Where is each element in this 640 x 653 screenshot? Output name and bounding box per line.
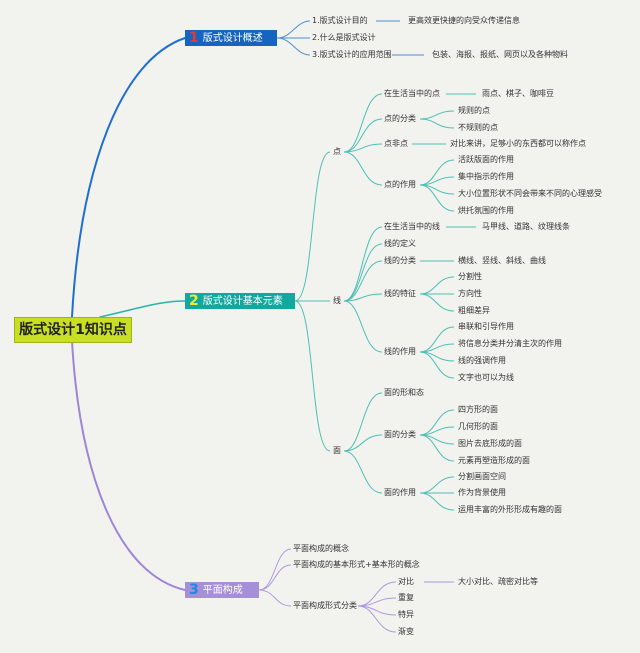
node-point-function[interactable]: 点的作用: [384, 180, 416, 189]
node-line[interactable]: 线: [333, 296, 341, 305]
node-irregular-point[interactable]: 不规则的点: [458, 123, 498, 132]
branch-title: 版式设计概述: [202, 33, 263, 44]
node-point-in-life-detail[interactable]: 雨点、棋子、咖啡豆: [482, 89, 554, 98]
node-line-in-life-detail[interactable]: 马甲线、道路、纹理线条: [482, 222, 570, 231]
connector-root-branch2: [99, 300, 186, 318]
node-plane-function-3[interactable]: 运用丰富的外形形成有趣的面: [458, 505, 562, 514]
node-plane-function-1[interactable]: 分割画面空间: [458, 472, 506, 481]
node-plane-classify-2[interactable]: 几何形的面: [458, 422, 498, 431]
node-line-feature-3[interactable]: 粗细差异: [458, 306, 490, 315]
node-line-function[interactable]: 线的作用: [384, 347, 416, 356]
branch-number: 3: [189, 582, 199, 598]
node-form-contrast[interactable]: 对比: [398, 577, 414, 586]
node-form-gradient[interactable]: 渐变: [398, 627, 414, 636]
node-design-purpose-detail[interactable]: 更高效更快捷的向受众传递信息: [408, 16, 520, 25]
node-point-in-life[interactable]: 在生活当中的点: [384, 89, 440, 98]
node-plane-classify-4[interactable]: 元素再塑造形成的面: [458, 456, 530, 465]
node-basic-form-concept[interactable]: 平面构成的基本形式+基本形的概念: [293, 560, 420, 569]
node-plane-composition-concept[interactable]: 平面构成的概念: [293, 544, 349, 553]
node-line-function-1[interactable]: 串联和引导作用: [458, 322, 514, 331]
node-line-in-life[interactable]: 在生活当中的线: [384, 222, 440, 231]
node-point[interactable]: 点: [333, 147, 341, 156]
node-design-purpose[interactable]: 1.版式设计目的: [312, 16, 368, 25]
node-point-function-1[interactable]: 活跃版面的作用: [458, 155, 514, 164]
node-form-classification[interactable]: 平面构成形式分类: [293, 601, 357, 610]
node-point-function-4[interactable]: 烘托氛围的作用: [458, 206, 514, 215]
root-node[interactable]: 版式设计1知识点: [14, 317, 132, 343]
node-plane-classify-1[interactable]: 四方形的面: [458, 405, 498, 414]
node-line-classify-detail[interactable]: 横线、竖线、斜线、曲线: [458, 256, 546, 265]
node-line-classify[interactable]: 线的分类: [384, 256, 416, 265]
node-line-feature[interactable]: 线的特征: [384, 289, 416, 298]
branch-number: 1: [189, 30, 199, 46]
node-line-function-4[interactable]: 文字也可以为线: [458, 373, 514, 382]
branch-title: 版式设计基本元素: [202, 296, 283, 307]
branch-title: 平面构成: [202, 585, 243, 596]
node-regular-point[interactable]: 规则的点: [458, 106, 490, 115]
node-plane-function[interactable]: 面的作用: [384, 488, 416, 497]
node-point-function-3[interactable]: 大小位置形状不同会带来不同的心理感受: [458, 189, 602, 198]
node-form-contrast-detail[interactable]: 大小对比、疏密对比等: [458, 577, 538, 586]
node-application-scope[interactable]: 3.版式设计的应用范围: [312, 50, 392, 59]
node-line-function-2[interactable]: 将信息分类并分清主次的作用: [458, 339, 562, 348]
node-line-feature-1[interactable]: 分割性: [458, 272, 482, 281]
node-point-function-2[interactable]: 集中指示的作用: [458, 172, 514, 181]
node-point-relative[interactable]: 点非点: [384, 139, 408, 148]
node-plane-classify-3[interactable]: 图片去底形成的面: [458, 439, 522, 448]
node-line-feature-2[interactable]: 方向性: [458, 289, 482, 298]
node-application-scope-detail[interactable]: 包装、海报、报纸、网页以及各种物料: [432, 50, 568, 59]
node-form-anomaly[interactable]: 特异: [398, 610, 414, 619]
connector-root-branch1: [71, 37, 186, 318]
node-plane-function-2[interactable]: 作为背景使用: [458, 488, 506, 497]
node-what-is-layout[interactable]: 2.什么是版式设计: [312, 33, 376, 42]
node-line-function-3[interactable]: 线的强调作用: [458, 356, 506, 365]
node-line-definition[interactable]: 线的定义: [384, 239, 416, 248]
branch-number: 2: [189, 293, 199, 309]
node-plane-classify[interactable]: 面的分类: [384, 430, 416, 439]
node-point-classify[interactable]: 点的分类: [384, 114, 416, 123]
node-plane-shape[interactable]: 面的形和态: [384, 388, 424, 397]
node-point-relative-detail[interactable]: 对比来讲，足够小的东西都可以称作点: [450, 139, 586, 148]
node-plane[interactable]: 面: [333, 446, 341, 455]
node-form-repeat[interactable]: 重复: [398, 593, 414, 602]
connector-root-branch3: [71, 340, 186, 591]
